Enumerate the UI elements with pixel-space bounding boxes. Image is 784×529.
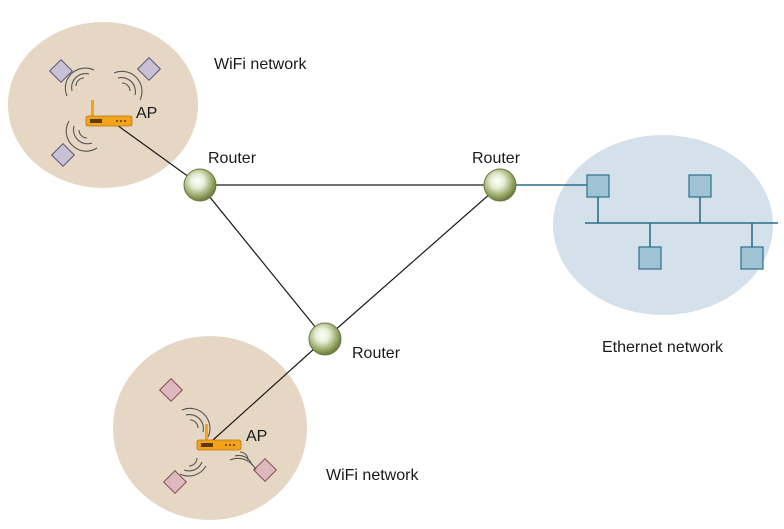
wireless-host-icon	[136, 56, 162, 82]
ap-top-label: AP	[136, 105, 158, 122]
access-point-icon	[196, 424, 242, 451]
router-icon	[308, 322, 342, 356]
ethernet-bus	[585, 197, 778, 247]
wifi-top-devices	[48, 56, 162, 168]
router-top-left-label: Router	[208, 150, 257, 167]
wifi-bottom-waves	[179, 407, 257, 477]
ethernet-host-icon	[740, 246, 764, 270]
link-router-left-bottom	[199, 184, 326, 340]
router-icon	[483, 168, 517, 202]
ethernet-host-icon	[638, 246, 662, 270]
router-bottom-label: Router	[352, 345, 401, 362]
wifi-network-top-label: WiFi network	[214, 56, 307, 73]
ethernet-host-icon	[688, 174, 712, 198]
wifi-bottom-devices	[158, 377, 278, 495]
access-point-icon	[85, 100, 133, 127]
wireless-host-icon	[158, 377, 184, 403]
router-links	[109, 119, 501, 441]
link-router-right-bottom	[324, 184, 501, 340]
wireless-host-icon	[252, 457, 278, 483]
wireless-host-icon	[162, 469, 188, 495]
ethernet-hosts	[586, 174, 764, 270]
ap-bottom-label: AP	[246, 428, 268, 445]
wireless-host-icon	[50, 142, 76, 168]
wireless-host-icon	[48, 58, 74, 84]
ethernet-network-label: Ethernet network	[602, 339, 723, 356]
wifi-network-bottom-label: WiFi network	[326, 467, 419, 484]
router-top-right-label: Router	[472, 150, 521, 167]
ethernet-network-cloud	[553, 135, 773, 315]
link-ap-bottom-router	[212, 338, 326, 441]
link-ap-top-router	[109, 119, 201, 186]
router-icon	[183, 168, 217, 202]
ethernet-host-icon	[586, 174, 610, 198]
wifi-top-waves	[64, 67, 143, 152]
